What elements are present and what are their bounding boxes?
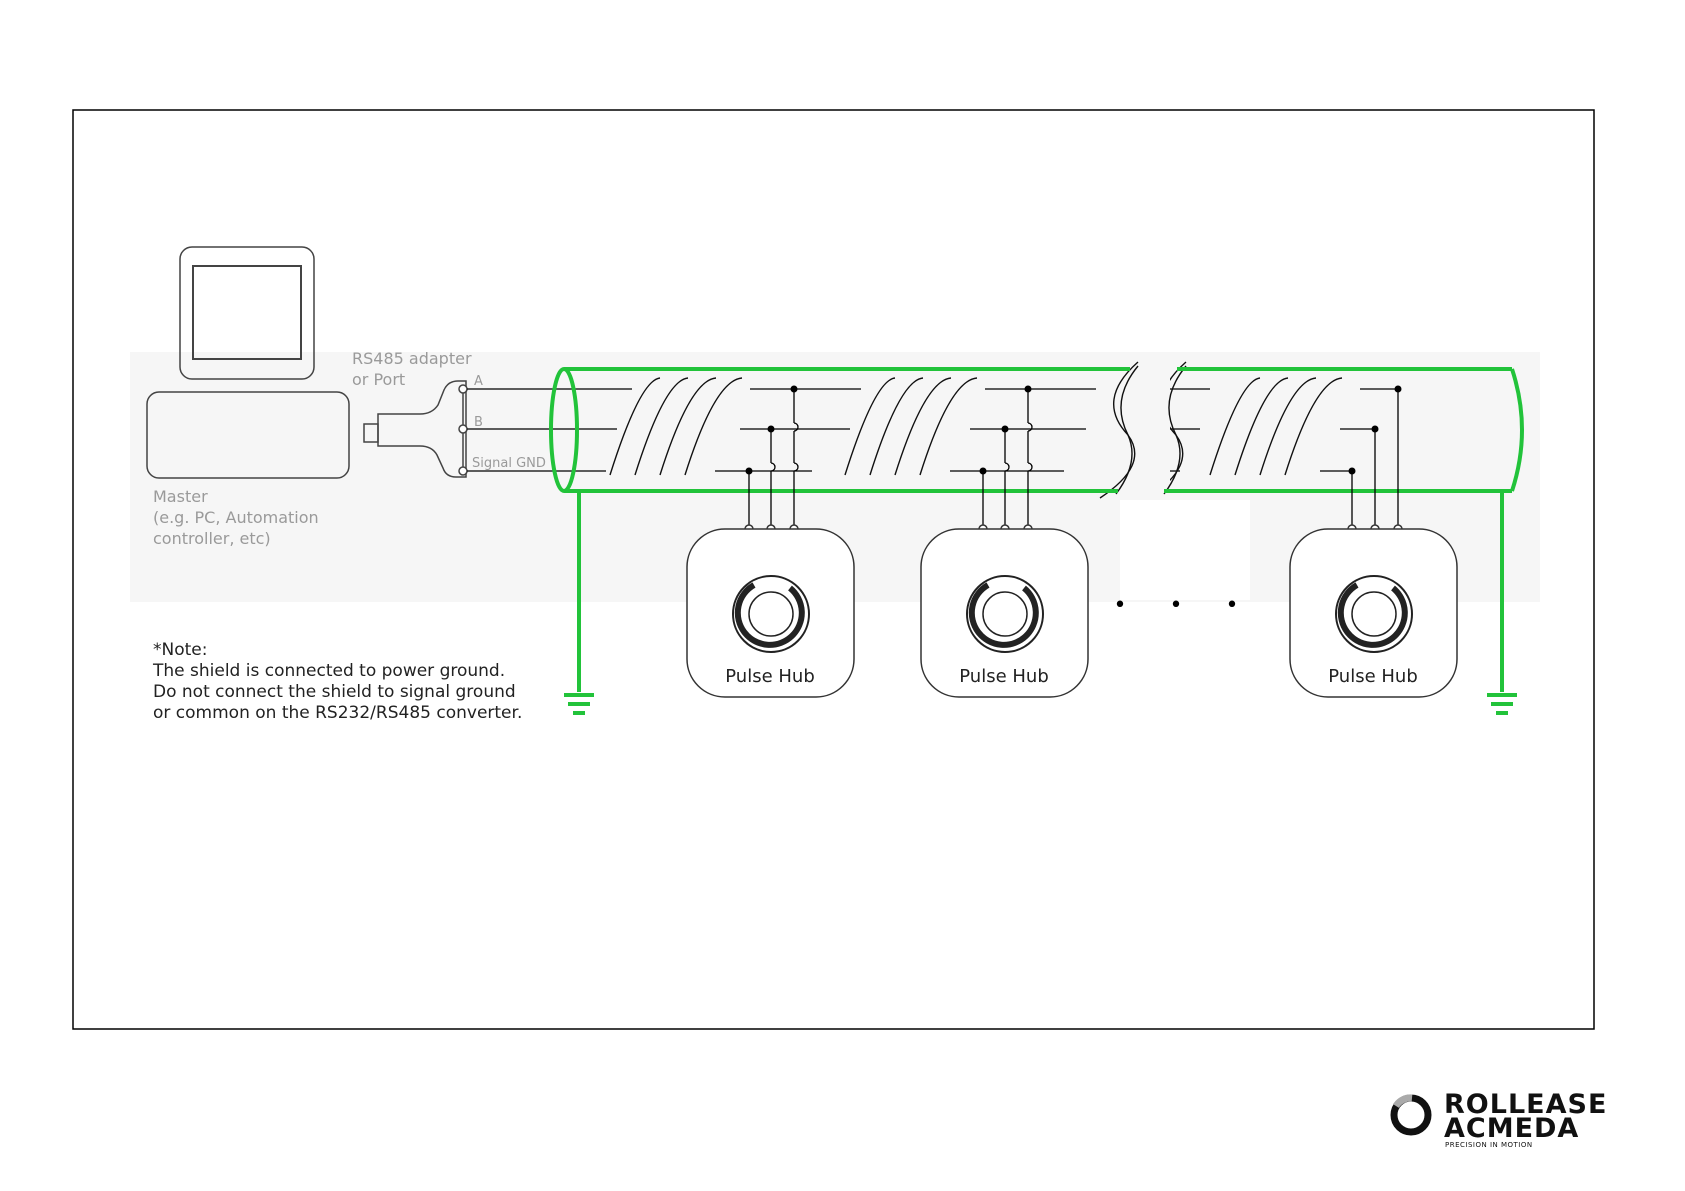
master-label-1: Master (153, 487, 208, 506)
line-a-label: A (474, 374, 483, 389)
logo-ring-accent (1396, 1098, 1412, 1106)
rollease-acmeda-logo: ROLLEASE ACMEDA PRECISION IN MOTION (1394, 1089, 1607, 1149)
more-hubs-ellipsis: • • • (1114, 593, 1257, 618)
adapter-label-1: RS485 adapter (352, 349, 472, 368)
break-gap-cover (1140, 360, 1170, 500)
note-line-1: The shield is connected to power ground. (152, 661, 505, 681)
note-line-2: Do not connect the shield to signal grou… (153, 682, 516, 702)
note-line-3: or common on the RS232/RS485 converter. (153, 703, 522, 723)
note-title: *Note: (153, 640, 207, 660)
logo-text-line-2: ACMEDA (1444, 1113, 1579, 1144)
logo-tagline: PRECISION IN MOTION (1445, 1141, 1533, 1149)
hub-3-label: Pulse Hub (1328, 666, 1418, 687)
adapter-label-2: or Port (352, 370, 405, 389)
line-b-label: B (474, 415, 483, 430)
hub-2-label: Pulse Hub (959, 666, 1049, 687)
hub-1-label: Pulse Hub (725, 666, 815, 687)
master-label-2: (e.g. PC, Automation (153, 508, 319, 527)
master-label-3: controller, etc) (153, 529, 271, 548)
ellipsis-gap (1120, 500, 1250, 600)
line-gnd-label: Signal GND (472, 456, 546, 471)
